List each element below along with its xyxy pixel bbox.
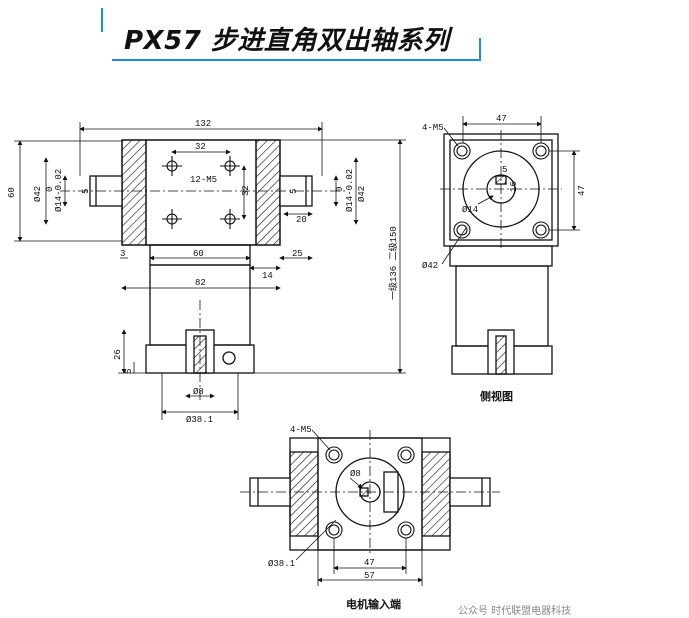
dim-d14-left: Ø14-0.02 xyxy=(54,169,64,212)
bottom-labels: 4-M5 Ø8 Ø38.1 47 57 电机输入端 公众号 时代联盟电器科技 xyxy=(268,425,571,617)
side-caption: 侧视图 xyxy=(480,389,513,403)
side-key5: 5 xyxy=(502,165,507,175)
bottom-dim-47: 47 xyxy=(364,558,375,568)
side-dimensions xyxy=(441,116,580,265)
page-title: PX57 步进直角双出轴系列 xyxy=(124,26,450,56)
dim-0-left: 0 xyxy=(45,187,55,192)
side-view xyxy=(440,130,562,375)
dim-d42-left: Ø42 xyxy=(33,186,43,202)
side-d42: Ø42 xyxy=(422,261,438,271)
dim-14: 14 xyxy=(262,271,273,281)
dim-height: 一级136 二级150 xyxy=(387,226,399,300)
dim-12-m5: 12-M5 xyxy=(190,175,217,185)
side-dim-47-right: 47 xyxy=(577,185,587,196)
dim-82: 82 xyxy=(195,278,206,288)
dim-5-bottom: 5 xyxy=(124,369,134,374)
dim-3: 3 xyxy=(120,249,125,259)
dim-5-right: 5 xyxy=(289,189,299,194)
dim-0-right: 0 xyxy=(335,187,345,192)
dim-20: 20 xyxy=(296,215,307,225)
bottom-d8: Ø8 xyxy=(350,469,361,479)
dim-32-side: 32 xyxy=(241,185,251,196)
dim-d14-right: Ø14-0.02 xyxy=(345,169,355,212)
dim-32-top: 32 xyxy=(195,142,206,152)
dim-60: 60 xyxy=(193,249,204,259)
bottom-caption: 电机输入端 xyxy=(346,597,401,611)
watermark: 公众号 时代联盟电器科技 xyxy=(458,604,571,617)
dim-132: 132 xyxy=(195,119,211,129)
dim-5-left: 5 xyxy=(81,189,91,194)
side-holes: 4-M5 xyxy=(422,123,444,133)
front-dimension-labels: 132 32 12-M5 32 60 Ø42 0 Ø14-0.02 5 Ø42 … xyxy=(7,119,399,425)
dim-25: 25 xyxy=(292,249,303,259)
side-d14: Ø14 xyxy=(462,205,478,215)
dim-26: 26 xyxy=(113,349,123,360)
side-labels: 47 47 4-M5 Ø14 5 16 Ø42 侧视图 xyxy=(422,114,587,403)
front-view xyxy=(60,139,345,400)
side-dim-47-top: 47 xyxy=(496,114,507,124)
bottom-d38: Ø38.1 xyxy=(268,559,295,569)
bottom-holes: 4-M5 xyxy=(290,425,312,435)
dim-d8: Ø8 xyxy=(193,387,204,397)
bottom-dim-57: 57 xyxy=(364,571,375,581)
bottom-dimensions xyxy=(295,429,423,586)
bottom-view xyxy=(240,430,500,556)
front-dimensions xyxy=(14,122,406,420)
dim-60-left: 60 xyxy=(7,187,17,198)
dim-d42-right: Ø42 xyxy=(357,186,367,202)
side-key16: 16 xyxy=(509,181,519,192)
dim-d38: Ø38.1 xyxy=(186,415,213,425)
title-frame: PX57 步进直角双出轴系列 xyxy=(100,8,492,62)
title-bracket xyxy=(101,8,481,61)
